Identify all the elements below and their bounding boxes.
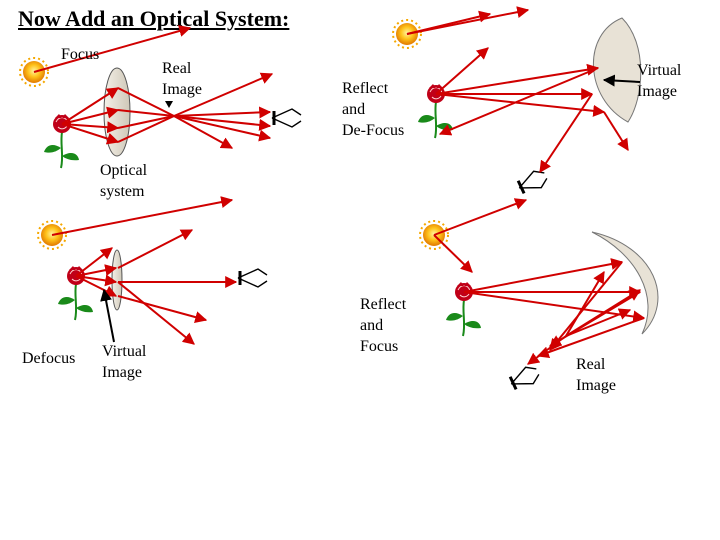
virtual-image-label: Virtual Image <box>637 62 682 100</box>
eye-icon <box>506 362 543 394</box>
light-rays <box>33 25 274 149</box>
light-rays <box>51 196 238 345</box>
lens <box>111 249 123 311</box>
real-image-label: Real Image <box>162 60 202 98</box>
virtual-image-pointer <box>602 74 641 87</box>
light-rays <box>433 198 646 365</box>
rose-icon <box>43 113 80 169</box>
optical-system-label: Optical system <box>100 162 148 200</box>
eye-icon <box>236 267 269 289</box>
virtual-image-label: Virtual Image <box>102 343 147 381</box>
eye-icon <box>514 166 551 198</box>
concave-mirror <box>591 231 659 335</box>
light-rays <box>406 6 629 173</box>
panel-lens-real-image <box>19 25 303 169</box>
eye-icon <box>270 107 303 129</box>
panel-mirror-virtual-image <box>392 6 642 198</box>
panel-lens-virtual-image <box>37 196 269 345</box>
reflect-focus-label: Reflect and Focus <box>360 296 407 355</box>
real-image-label: Real Image <box>576 356 616 394</box>
page-title: Now Add an Optical System: <box>18 6 290 31</box>
convex-mirror <box>592 17 642 123</box>
real-image-pointer <box>165 101 173 108</box>
virtual-image-pointer <box>100 288 115 343</box>
reflect-defocus-label: Reflect and De-Focus <box>342 80 405 139</box>
focus-label: Focus <box>61 46 100 63</box>
panel-mirror-real-image <box>419 198 659 394</box>
defocus-label: Defocus <box>22 350 76 367</box>
